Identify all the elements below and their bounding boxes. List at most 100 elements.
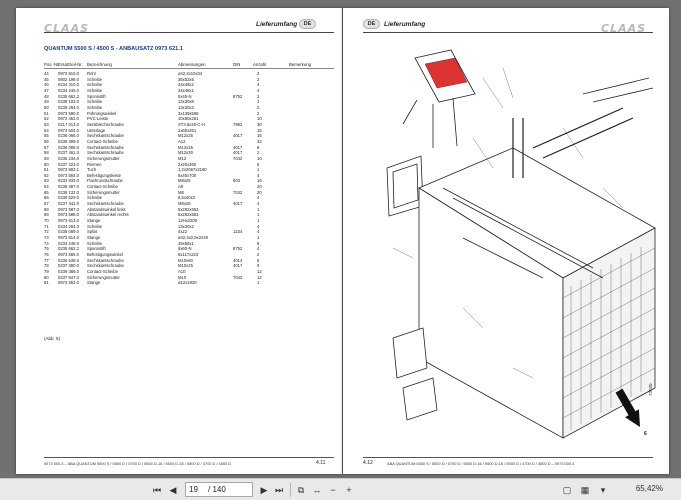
table-cell: Flachrundschraube [87, 178, 123, 184]
page-number: 4.12 [363, 460, 373, 466]
page-4-11: CLAAS Lieferumfang DE QUANTUM 5500 S / 4… [16, 8, 342, 474]
table-cell: 59 [44, 155, 49, 161]
next-page-icon[interactable]: ▶ [260, 485, 268, 495]
fit-width-icon[interactable]: ↔ [312, 485, 322, 495]
table-cell: M10x60 [178, 257, 193, 263]
footer-rule [44, 457, 334, 458]
table-cell: 2 [257, 71, 260, 76]
table-cell: 4 [257, 223, 260, 229]
table-cell: 0235 089.0 [58, 229, 79, 235]
claas-logo: CLAAS [601, 22, 647, 35]
table-cell: 16 [257, 133, 262, 139]
col-part-number: Ersatzteil-Nr. [58, 62, 83, 67]
table-cell: 7982 [233, 121, 243, 127]
table-cell: 20 [257, 184, 262, 190]
table-cell: 2 [257, 93, 260, 99]
table-cell: 1 [257, 167, 260, 173]
table-cell: Scheibe [87, 195, 103, 201]
table-cell: 4 [257, 87, 260, 93]
table-cell: 47 [44, 87, 49, 93]
table-cell: 0237 442.0 [58, 201, 79, 207]
table-cell: 2 [257, 150, 260, 156]
table-cell: 0236 529.0 [58, 195, 79, 201]
table-cell: 44 [44, 71, 49, 76]
claas-logo: CLAAS [44, 22, 90, 35]
table-cell: 50 [44, 104, 49, 110]
table-cell: 68 [44, 206, 49, 212]
table-cell: 71 [44, 223, 49, 229]
table-cell: 0236 132.0 [58, 189, 79, 195]
table-cell: 7042 [233, 155, 243, 161]
header-title: Lieferumfang [384, 21, 426, 28]
table-cell: Contact-Scheibe [87, 268, 118, 274]
table-cell: 13x30x3 [178, 104, 194, 110]
table-cell: 77 [44, 257, 49, 263]
fit-page-icon[interactable]: ⧉ [297, 485, 305, 495]
table-cell: 8 [257, 144, 260, 150]
dropdown-icon[interactable]: ▾ [600, 485, 606, 495]
table-cell: 12Hx2200 [178, 218, 198, 224]
table-cell: Scheibe [87, 99, 103, 105]
table-cell: M10x25 [178, 263, 193, 269]
table-cell: 6x117x223 [178, 252, 199, 257]
two-page-icon[interactable]: ▦ [580, 485, 590, 495]
table-cell: 0802 198.0 [58, 76, 79, 82]
table-cell: 4017 [233, 201, 243, 207]
page-number-input[interactable]: 19 / 140 [185, 482, 253, 497]
table-cell: 3x139x568 [178, 110, 199, 116]
col-remark: Bemerkung [289, 62, 311, 67]
table-cell: A10 [178, 268, 186, 274]
table-cell: 30 [257, 121, 262, 127]
col-pos: Pos.-Nr. [44, 62, 60, 67]
table-cell: 4 [257, 82, 260, 88]
table-cell: 4017 [233, 133, 243, 139]
zoom-in-icon[interactable]: + [346, 485, 352, 495]
table-cell: Abstandswinkel rechts [87, 212, 129, 218]
document-viewport[interactable]: CLAAS Lieferumfang DE QUANTUM 5500 S / 4… [0, 0, 681, 478]
col-dimensions: Abmessungen [178, 62, 206, 67]
footer-rule [363, 457, 653, 458]
table-cell: 4 [257, 195, 260, 201]
figure-number: 6 [644, 431, 647, 437]
table-cell: 6 [257, 240, 260, 246]
table-cell: 2 [257, 104, 260, 110]
table-cell: 5x282x553 [178, 212, 199, 218]
table-cell: 13x30x2 [178, 223, 194, 229]
table-cell: 36x52x5 [178, 76, 194, 82]
table-cell: 79 [44, 268, 49, 274]
zoom-level[interactable]: 65,42% [635, 484, 663, 493]
first-page-icon[interactable]: ⏮ [152, 485, 162, 495]
footer-text: 0973 000.3 – ABA QUANTUM 5500 S / 5500 D… [44, 461, 232, 466]
table-cell: M12x30 [178, 150, 193, 156]
table-cell: M12 [178, 155, 187, 161]
figure-code: 73030 [648, 383, 653, 396]
table-cell: 0972 452.0 [58, 116, 79, 122]
zoom-out-icon[interactable]: − [330, 485, 336, 495]
table-cell: Scheibe [87, 87, 103, 93]
last-page-icon[interactable]: ⏭ [274, 485, 284, 495]
table-cell: 0973 504.0 [58, 127, 79, 133]
table-cell: 1,2x2067x2160 [178, 167, 207, 173]
table-cell: PVC-Leiste [87, 116, 109, 122]
table-cell: Befestigungsleiste [87, 172, 121, 178]
prev-page-icon[interactable]: ◀ [169, 485, 177, 495]
table-cell: Riemen [87, 161, 102, 167]
single-page-icon[interactable]: ▢ [562, 485, 572, 495]
table-cell: 70 [44, 218, 49, 224]
table-cell: 75 [44, 246, 49, 252]
table-cell: 78 [44, 263, 49, 269]
table-cell: 0237 947.0 [58, 274, 79, 280]
